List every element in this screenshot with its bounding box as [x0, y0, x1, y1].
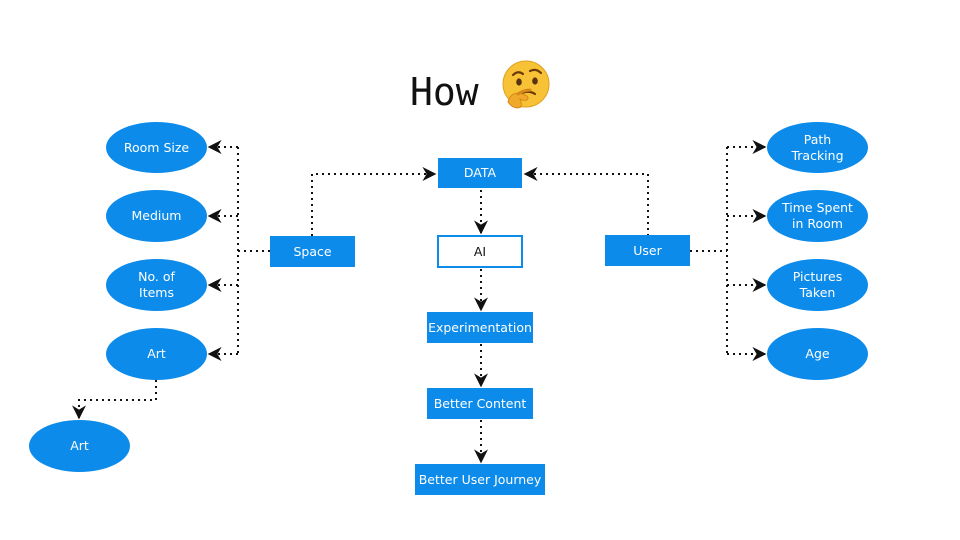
- experimentation-node: Experimentation: [427, 312, 533, 343]
- user-node: User: [605, 235, 690, 266]
- art-sub-node: Art: [29, 420, 130, 472]
- better-content-label: Better Content: [433, 395, 527, 411]
- time-spent-label: Time Spent in Room: [782, 200, 853, 231]
- path-tracking-node: Path Tracking: [767, 122, 868, 173]
- page-title: How: [410, 70, 479, 114]
- time-spent-node: Time Spent in Room: [767, 190, 868, 242]
- thinking-face-icon: [502, 60, 550, 109]
- space-to-data-line: [311, 167, 437, 236]
- pictures-taken-node: Pictures Taken: [767, 259, 868, 311]
- experimentation-label: Experimentation: [428, 319, 532, 335]
- space-label: Space: [293, 243, 332, 259]
- better-content-node: Better Content: [427, 388, 533, 419]
- path-tracking-label: Path Tracking: [791, 131, 844, 163]
- space-node: Space: [270, 236, 355, 267]
- no-of-items-label: No. of Items: [138, 269, 175, 300]
- medium-node: Medium: [106, 190, 207, 242]
- art-node: Art: [106, 328, 207, 380]
- no-of-items-node: No. of Items: [106, 259, 207, 311]
- art-label: Art: [147, 346, 166, 361]
- user-to-data-line: [523, 167, 649, 236]
- art-to-art-line: [72, 380, 157, 420]
- art-sub-label: Art: [70, 438, 89, 453]
- better-user-journey-node: Better User Journey: [415, 464, 545, 495]
- medium-label: Medium: [131, 208, 182, 223]
- data-node: DATA: [438, 158, 522, 188]
- data-label: DATA: [463, 165, 497, 180]
- age-node: Age: [767, 328, 868, 380]
- pictures-taken-label: Pictures Taken: [792, 269, 843, 300]
- age-label: Age: [805, 346, 830, 361]
- room-size-label: Room Size: [123, 139, 190, 155]
- ai-node: AI: [437, 235, 523, 268]
- better-user-journey-label: Better User Journey: [418, 471, 542, 487]
- user-label: User: [633, 242, 662, 258]
- ai-label: AI: [473, 243, 487, 259]
- room-size-node: Room Size: [106, 122, 207, 173]
